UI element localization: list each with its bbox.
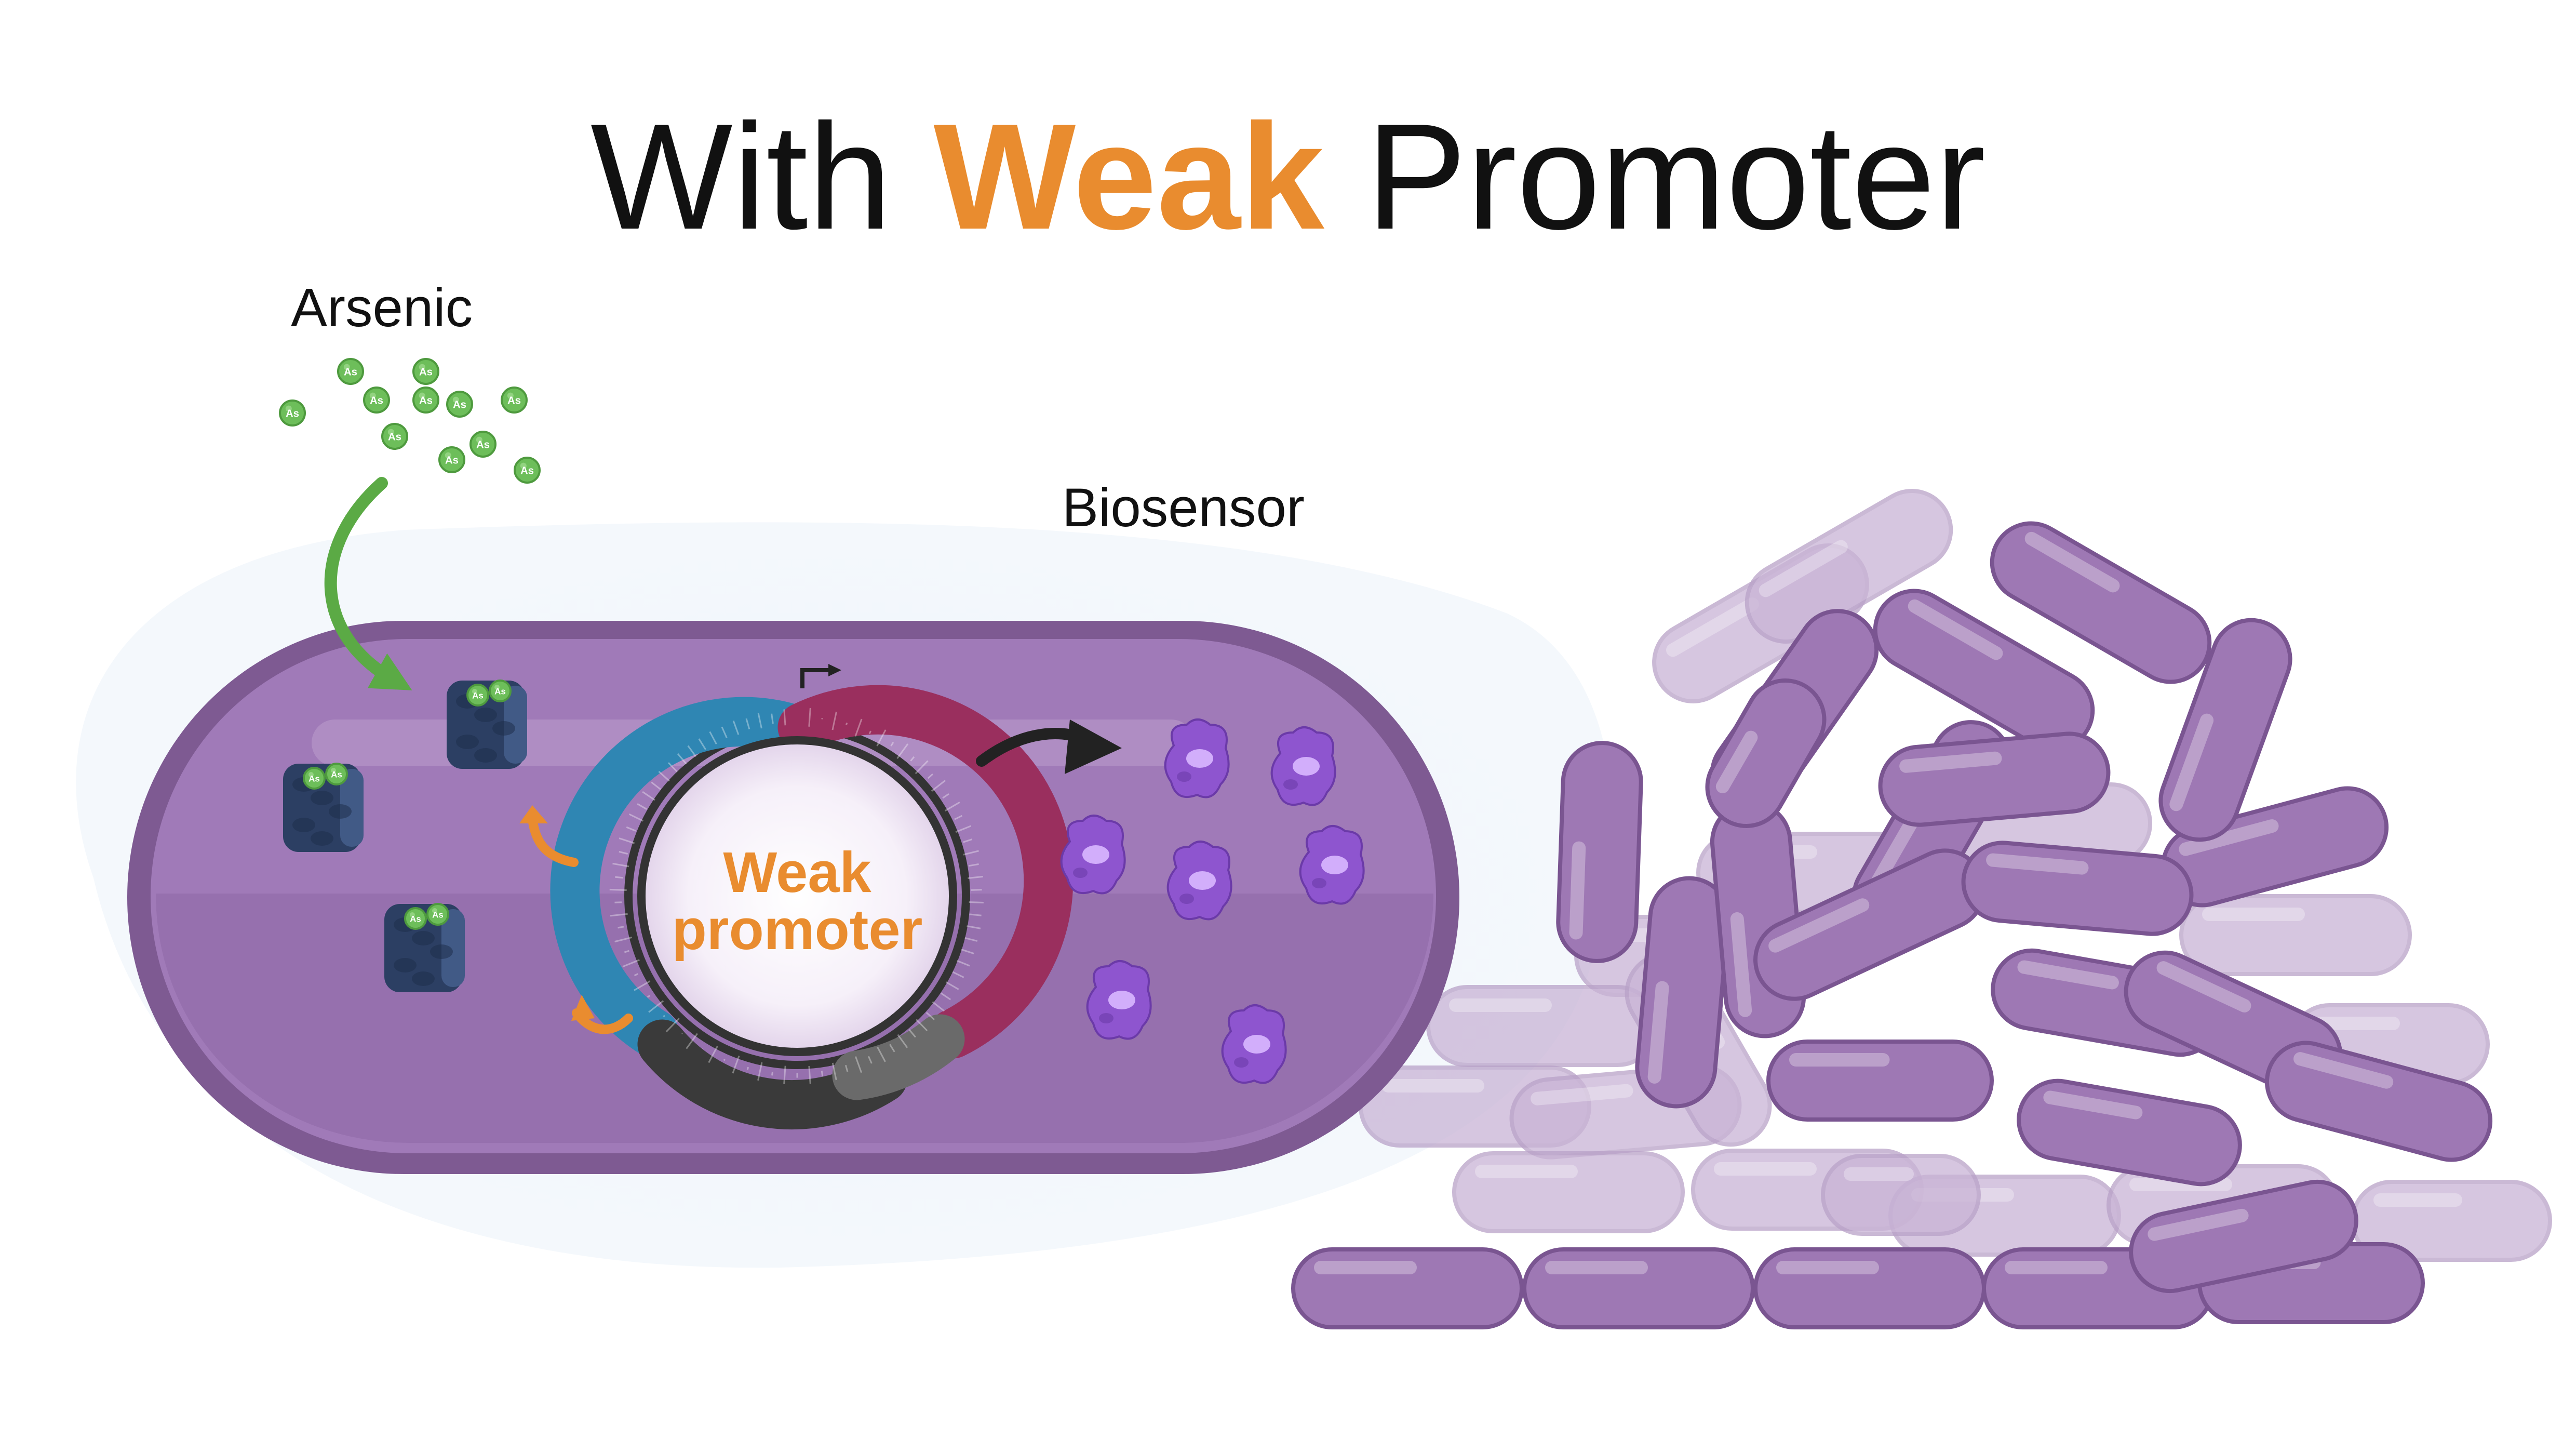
promoter-label-line1: Weak (636, 844, 958, 901)
arsenic-symbol: As (331, 769, 342, 779)
bacterium (1557, 742, 1643, 963)
arsenic-symbol: As (432, 910, 444, 920)
title-prefix: With (591, 92, 892, 261)
reporter-protein-icon (1062, 816, 1125, 894)
reporter-protein-icon (1223, 1005, 1286, 1083)
bacterium (1960, 840, 2194, 937)
bacterium (1755, 1249, 1984, 1327)
arsenic-molecule-icon: As (280, 401, 305, 425)
arsenic-molecule-icon: As (413, 359, 438, 384)
arsenic-molecule-icon: As (467, 685, 488, 705)
title-suffix: Promoter (1366, 92, 1985, 261)
promoter-label: Weak promoter (636, 844, 958, 958)
reporter-protein-icon (1272, 727, 1335, 805)
reporter-protein-icon (1088, 961, 1151, 1039)
biosensor-label: Biosensor (1062, 481, 1305, 535)
arsenic-symbol: As (472, 690, 484, 700)
arsenic-molecule-icon: As (515, 458, 540, 483)
arsenic-symbol: As (419, 367, 433, 378)
arsenic-symbol: As (453, 399, 466, 411)
arsenic-molecule-icon: As (447, 392, 472, 417)
bacterium (1454, 1153, 1683, 1231)
arsenic-symbol: As (445, 455, 459, 467)
arsenic-symbol: As (308, 774, 320, 783)
arsenic-symbol: As (507, 395, 521, 407)
bacterium (2013, 1075, 2246, 1190)
arsenic-molecule-icon: As (405, 908, 426, 929)
arsenic-symbol: As (388, 432, 401, 443)
page-title: With Weak Promoter (0, 101, 2576, 252)
arsenic-molecule-icon: As (427, 904, 448, 925)
reporter-protein-icon (1165, 720, 1229, 797)
arsenic-symbol: As (344, 367, 357, 378)
arsenic-molecule-icon: As (471, 432, 495, 457)
arsenic-label: Arsenic (291, 281, 473, 335)
bacterium (2181, 896, 2410, 974)
arsenic-molecule-icon: As (304, 768, 325, 789)
arsenic-symbol: As (286, 408, 299, 420)
bacterium (1293, 1249, 1522, 1327)
title-accent: Weak (934, 92, 1324, 261)
repressor-protein-icon: As As (384, 904, 465, 992)
arsenic-molecule-icon: As (326, 764, 347, 784)
arsenic-symbol: As (410, 914, 421, 924)
reporter-protein-icon (1168, 842, 1231, 920)
arsenic-symbol: As (370, 395, 383, 407)
arsenic-molecule-icon: As (338, 359, 363, 384)
arsenic-molecule-icon: As (413, 388, 438, 412)
arsenic-symbol: As (476, 439, 490, 451)
arsenic-molecule-icon: As (490, 681, 511, 701)
bacterium (1768, 1042, 1992, 1120)
bacterium (1524, 1249, 1753, 1327)
arsenic-molecule-icon: As (364, 388, 389, 412)
arsenic-symbol: As (419, 395, 433, 407)
arsenic-molecule-icon: As (502, 388, 527, 412)
arsenic-symbol: As (494, 686, 506, 696)
reporter-protein-icon (1300, 826, 1364, 904)
bacterium (1428, 987, 1657, 1065)
arsenic-molecule-icon: As (439, 447, 464, 472)
repressor-protein-icon: As As (447, 681, 527, 769)
arsenic-molecule-icon: As (382, 424, 407, 449)
promoter-label-line2: promoter (636, 901, 958, 958)
bacterium (1823, 1156, 1979, 1234)
arsenic-symbol: As (520, 465, 534, 477)
